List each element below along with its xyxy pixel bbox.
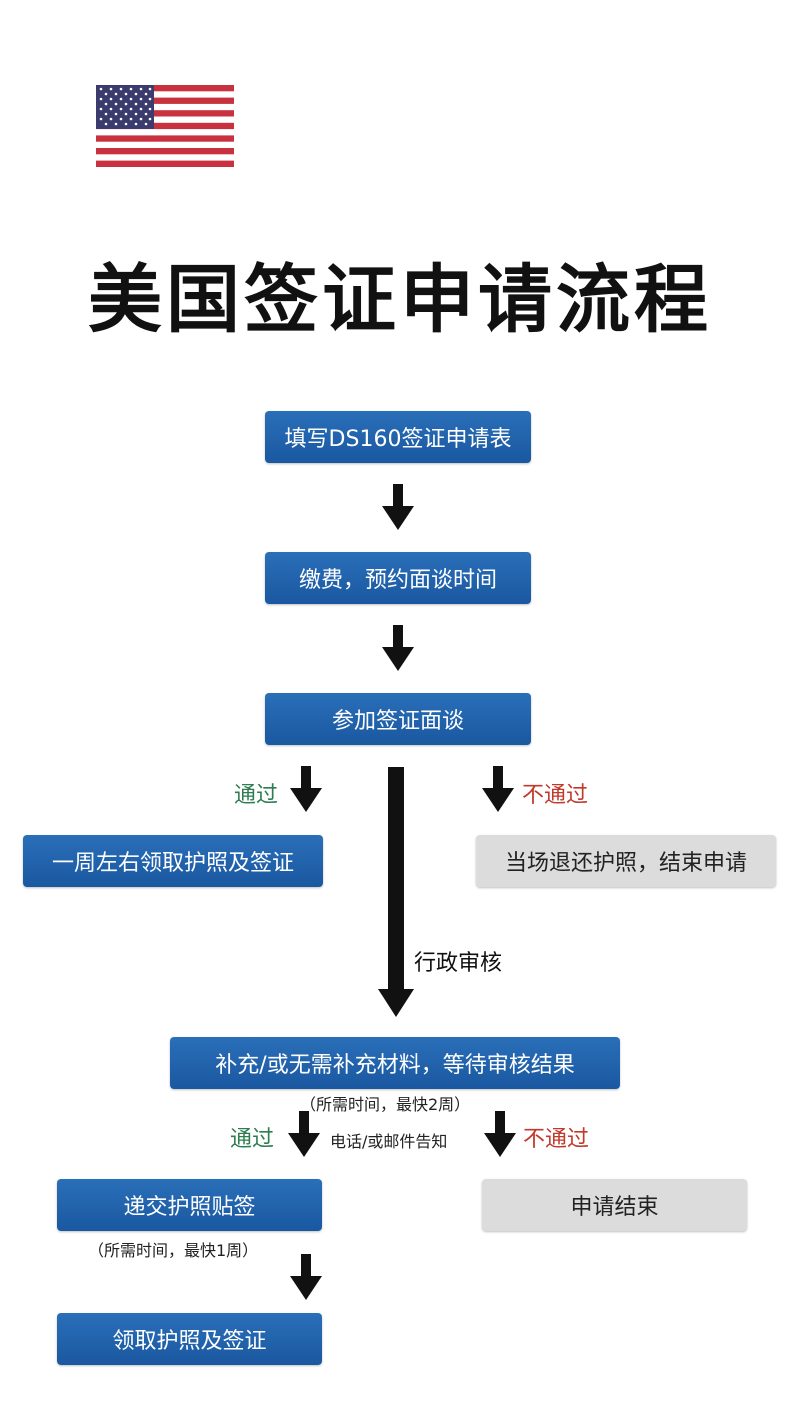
arrow-down-icon: [288, 1111, 320, 1157]
pass-label: 通过: [234, 783, 279, 808]
pickup-week-box: 一周左右领取护照及签证: [23, 835, 323, 887]
step-interview-box: 参加签证面谈: [265, 693, 531, 745]
arrow-down-icon: [290, 766, 322, 812]
arrow-down-icon: [290, 1254, 322, 1300]
pass-label: 通过: [230, 1127, 275, 1152]
long-arrow-down-icon: [378, 767, 414, 1017]
step-pay-box: 缴费，预约面谈时间: [265, 552, 531, 604]
arrow-down-icon: [484, 1111, 516, 1157]
step-ds160-box: 填写DS160签证申请表: [265, 411, 531, 463]
submit-passport-box: 递交护照贴签: [57, 1179, 322, 1231]
notify-label: 电话/或邮件告知: [330, 1132, 448, 1151]
us-flag-icon: [96, 85, 234, 167]
final-pickup-box: 领取护照及签证: [57, 1313, 322, 1365]
end-box: 申请结束: [482, 1179, 747, 1231]
fail-label: 不通过: [523, 1127, 590, 1152]
page-title: 美国签证申请流程: [88, 257, 712, 343]
admin-review-label: 行政审核: [414, 951, 503, 976]
arrow-down-icon: [382, 484, 414, 530]
refused-return-box: 当场退还护照，结束申请: [476, 835, 776, 887]
time-note-2weeks: （所需时间，最快2周）: [300, 1095, 471, 1114]
fail-label: 不通过: [522, 783, 589, 808]
arrow-down-icon: [482, 766, 514, 812]
supplement-box: 补充/或无需补充材料，等待审核结果: [170, 1037, 620, 1089]
arrow-down-icon: [382, 625, 414, 671]
time-note-1week: （所需时间，最快1周）: [88, 1241, 259, 1260]
